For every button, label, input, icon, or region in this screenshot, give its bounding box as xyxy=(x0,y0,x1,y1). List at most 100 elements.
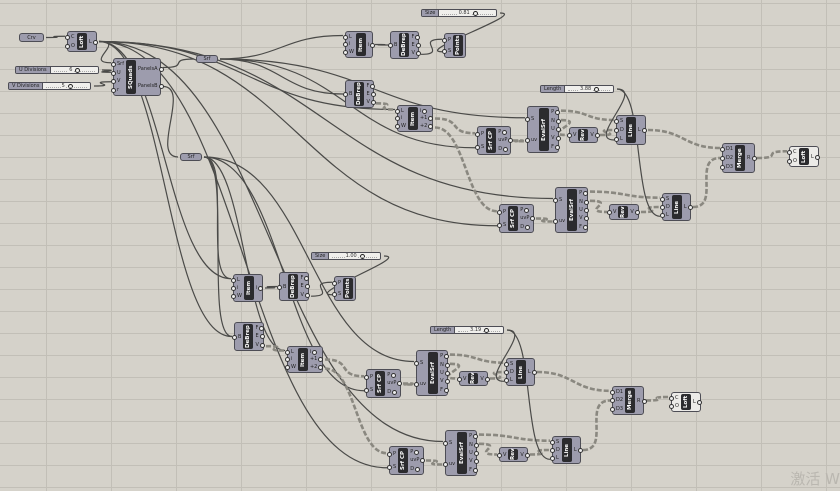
input-port-B[interactable]: B xyxy=(277,284,286,290)
port-grip-icon[interactable] xyxy=(304,284,310,290)
input-port-D3[interactable]: D3 xyxy=(720,164,733,170)
port-grip-icon[interactable] xyxy=(550,440,555,445)
port-grip-icon[interactable] xyxy=(422,108,428,114)
output-port-U[interactable]: U xyxy=(440,370,450,376)
port-grip-icon[interactable] xyxy=(318,365,324,371)
output-port-V[interactable]: V xyxy=(551,135,561,142)
output-port-i[interactable]: i xyxy=(310,349,318,355)
input-port-S[interactable]: S xyxy=(442,48,451,54)
port-grip-icon[interactable] xyxy=(525,116,530,122)
crv-param[interactable]: Crv xyxy=(19,33,44,42)
port-grip-icon[interactable] xyxy=(555,144,561,150)
input-port-L[interactable]: L xyxy=(343,34,352,40)
output-port-F[interactable]: F xyxy=(551,144,561,150)
port-grip-icon[interactable] xyxy=(444,362,450,368)
port-grip-icon[interactable] xyxy=(497,222,502,228)
input-port-V[interactable]: V xyxy=(607,209,616,215)
port-grip-icon[interactable] xyxy=(555,127,561,133)
input-port-P[interactable]: P xyxy=(387,451,396,458)
port-grip-icon[interactable] xyxy=(318,357,324,363)
input-port-L[interactable]: L xyxy=(504,377,513,383)
output-port-E[interactable]: E xyxy=(300,283,310,290)
port-grip-icon[interactable] xyxy=(415,43,421,48)
output-port-D[interactable]: D xyxy=(498,146,509,152)
port-grip-icon[interactable] xyxy=(660,197,665,202)
port-grip-icon[interactable] xyxy=(583,199,589,205)
port-grip-icon[interactable] xyxy=(502,130,508,136)
port-grip-icon[interactable] xyxy=(457,376,462,382)
output-port-U[interactable]: U xyxy=(469,450,479,456)
input-port-P[interactable]: P xyxy=(332,280,341,287)
port-grip-icon[interactable] xyxy=(420,458,426,464)
port-grip-icon[interactable] xyxy=(414,360,419,366)
input-port-W[interactable]: W xyxy=(395,123,406,130)
output-port-P[interactable]: P xyxy=(551,109,561,116)
output-port-P[interactable]: P xyxy=(520,207,530,214)
input-port-B[interactable]: B xyxy=(388,42,397,48)
port-grip-icon[interactable] xyxy=(285,365,290,371)
output-port-P[interactable]: P xyxy=(410,449,420,456)
port-grip-icon[interactable] xyxy=(473,434,479,440)
port-grip-icon[interactable] xyxy=(696,400,702,405)
input-port-L[interactable]: L xyxy=(550,455,559,461)
input-port-uv[interactable]: uv xyxy=(525,137,537,144)
output-port-N[interactable]: N xyxy=(469,442,479,448)
port-grip-icon[interactable] xyxy=(504,362,509,367)
port-grip-icon[interactable] xyxy=(111,87,116,93)
port-grip-icon[interactable] xyxy=(111,70,116,76)
port-grip-icon[interactable] xyxy=(594,133,600,138)
port-grip-icon[interactable] xyxy=(525,138,530,144)
output-port-F[interactable]: F xyxy=(440,387,450,393)
output-port-L[interactable]: L xyxy=(89,39,98,45)
port-grip-icon[interactable] xyxy=(443,440,448,446)
port-grip-icon[interactable] xyxy=(530,216,536,222)
slider-knob-icon[interactable] xyxy=(484,327,490,333)
input-port-P[interactable]: P xyxy=(442,37,451,44)
output-port-L[interactable]: L xyxy=(684,204,693,210)
input-port-B[interactable]: B xyxy=(232,334,241,340)
output-port-V[interactable]: V xyxy=(440,378,450,385)
output-port-P[interactable]: P xyxy=(440,353,450,360)
port-grip-icon[interactable] xyxy=(259,342,265,348)
port-grip-icon[interactable] xyxy=(285,349,290,355)
input-port-D1[interactable]: D1 xyxy=(720,146,733,153)
output-port-V[interactable]: V xyxy=(630,209,640,215)
output-port-+2[interactable]: +2 xyxy=(310,364,324,371)
input-port-i[interactable]: i xyxy=(343,41,350,48)
output-port-U[interactable]: U xyxy=(551,126,561,133)
port-grip-icon[interactable] xyxy=(660,205,665,210)
port-grip-icon[interactable] xyxy=(610,406,615,412)
input-port-S[interactable]: S xyxy=(332,291,341,297)
port-grip-icon[interactable] xyxy=(614,136,619,142)
port-grip-icon[interactable] xyxy=(473,450,479,456)
port-grip-icon[interactable] xyxy=(610,390,615,396)
port-grip-icon[interactable] xyxy=(720,147,725,153)
port-grip-icon[interactable] xyxy=(395,108,400,114)
port-grip-icon[interactable] xyxy=(259,326,265,332)
input-port-S[interactable]: S xyxy=(614,118,623,125)
port-grip-icon[interactable] xyxy=(555,136,561,142)
port-grip-icon[interactable] xyxy=(392,389,398,395)
input-port-D2[interactable]: D2 xyxy=(610,397,623,404)
port-grip-icon[interactable] xyxy=(397,381,403,387)
input-port-S[interactable]: S xyxy=(660,196,669,202)
input-port-S[interactable]: S xyxy=(443,440,452,446)
input-port-V[interactable]: V xyxy=(497,452,506,458)
port-grip-icon[interactable] xyxy=(610,398,615,404)
output-port-E[interactable]: E xyxy=(255,333,265,340)
output-port-L[interactable]: L xyxy=(574,447,583,453)
output-port-V[interactable]: V xyxy=(255,342,265,348)
port-grip-icon[interactable] xyxy=(343,34,348,40)
port-grip-icon[interactable] xyxy=(370,92,376,97)
